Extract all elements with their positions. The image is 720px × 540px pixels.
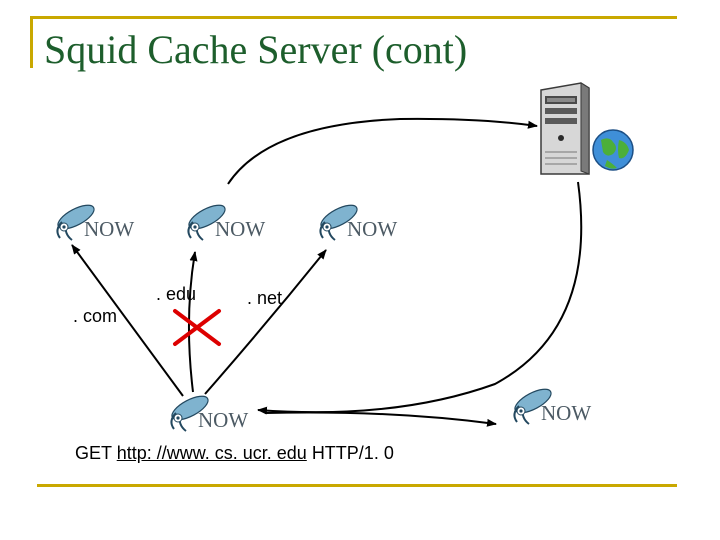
- squid-mascot-icon: NOW: [319, 204, 397, 241]
- client-cache-node: NOW: [164, 393, 264, 441]
- cache-node-net: NOW: [313, 202, 413, 250]
- origin-server: [540, 82, 634, 175]
- request-version: HTTP/1. 0: [311, 443, 394, 463]
- logo-text: NOW: [198, 408, 248, 432]
- arrow-origin-to-client: [257, 181, 583, 415]
- logo-text: NOW: [84, 217, 134, 241]
- logo-text: NOW: [347, 217, 397, 241]
- arrow-edu-to-origin: [227, 117, 538, 185]
- cache-node-com: NOW: [50, 202, 150, 250]
- label-edu: . edu: [156, 284, 197, 304]
- squid-mascot-icon: NOW: [56, 204, 134, 241]
- request-method: GET: [75, 443, 112, 463]
- x-mark-icon: [173, 309, 221, 346]
- slide-title: Squid Cache Server (cont): [44, 27, 468, 72]
- label-com: . com: [73, 306, 118, 326]
- globe-icon: [592, 129, 634, 171]
- logo-text: NOW: [215, 217, 265, 241]
- squid-mascot-icon: NOW: [513, 388, 591, 425]
- arrow-to-com-cache: [71, 244, 184, 397]
- arrow-to-net-cache: [204, 249, 327, 395]
- label-net: . net: [247, 288, 283, 308]
- logo-text: NOW: [541, 401, 591, 425]
- bottom-rule: [37, 484, 677, 487]
- peer-cache-node: NOW: [507, 386, 607, 434]
- title-rule-top: [30, 16, 677, 19]
- http-request-line: GET http: //www. cs. ucr. edu HTTP/1. 0: [75, 443, 394, 464]
- squid-mascot-icon: NOW: [187, 204, 265, 241]
- title-rule-left: [30, 16, 33, 68]
- arrow-client-to-peer: [264, 411, 497, 427]
- request-url-link[interactable]: http: //www. cs. ucr. edu: [116, 443, 307, 463]
- server-tower-icon: [540, 82, 590, 175]
- squid-mascot-icon: NOW: [170, 395, 248, 432]
- cache-node-edu: NOW: [181, 202, 281, 250]
